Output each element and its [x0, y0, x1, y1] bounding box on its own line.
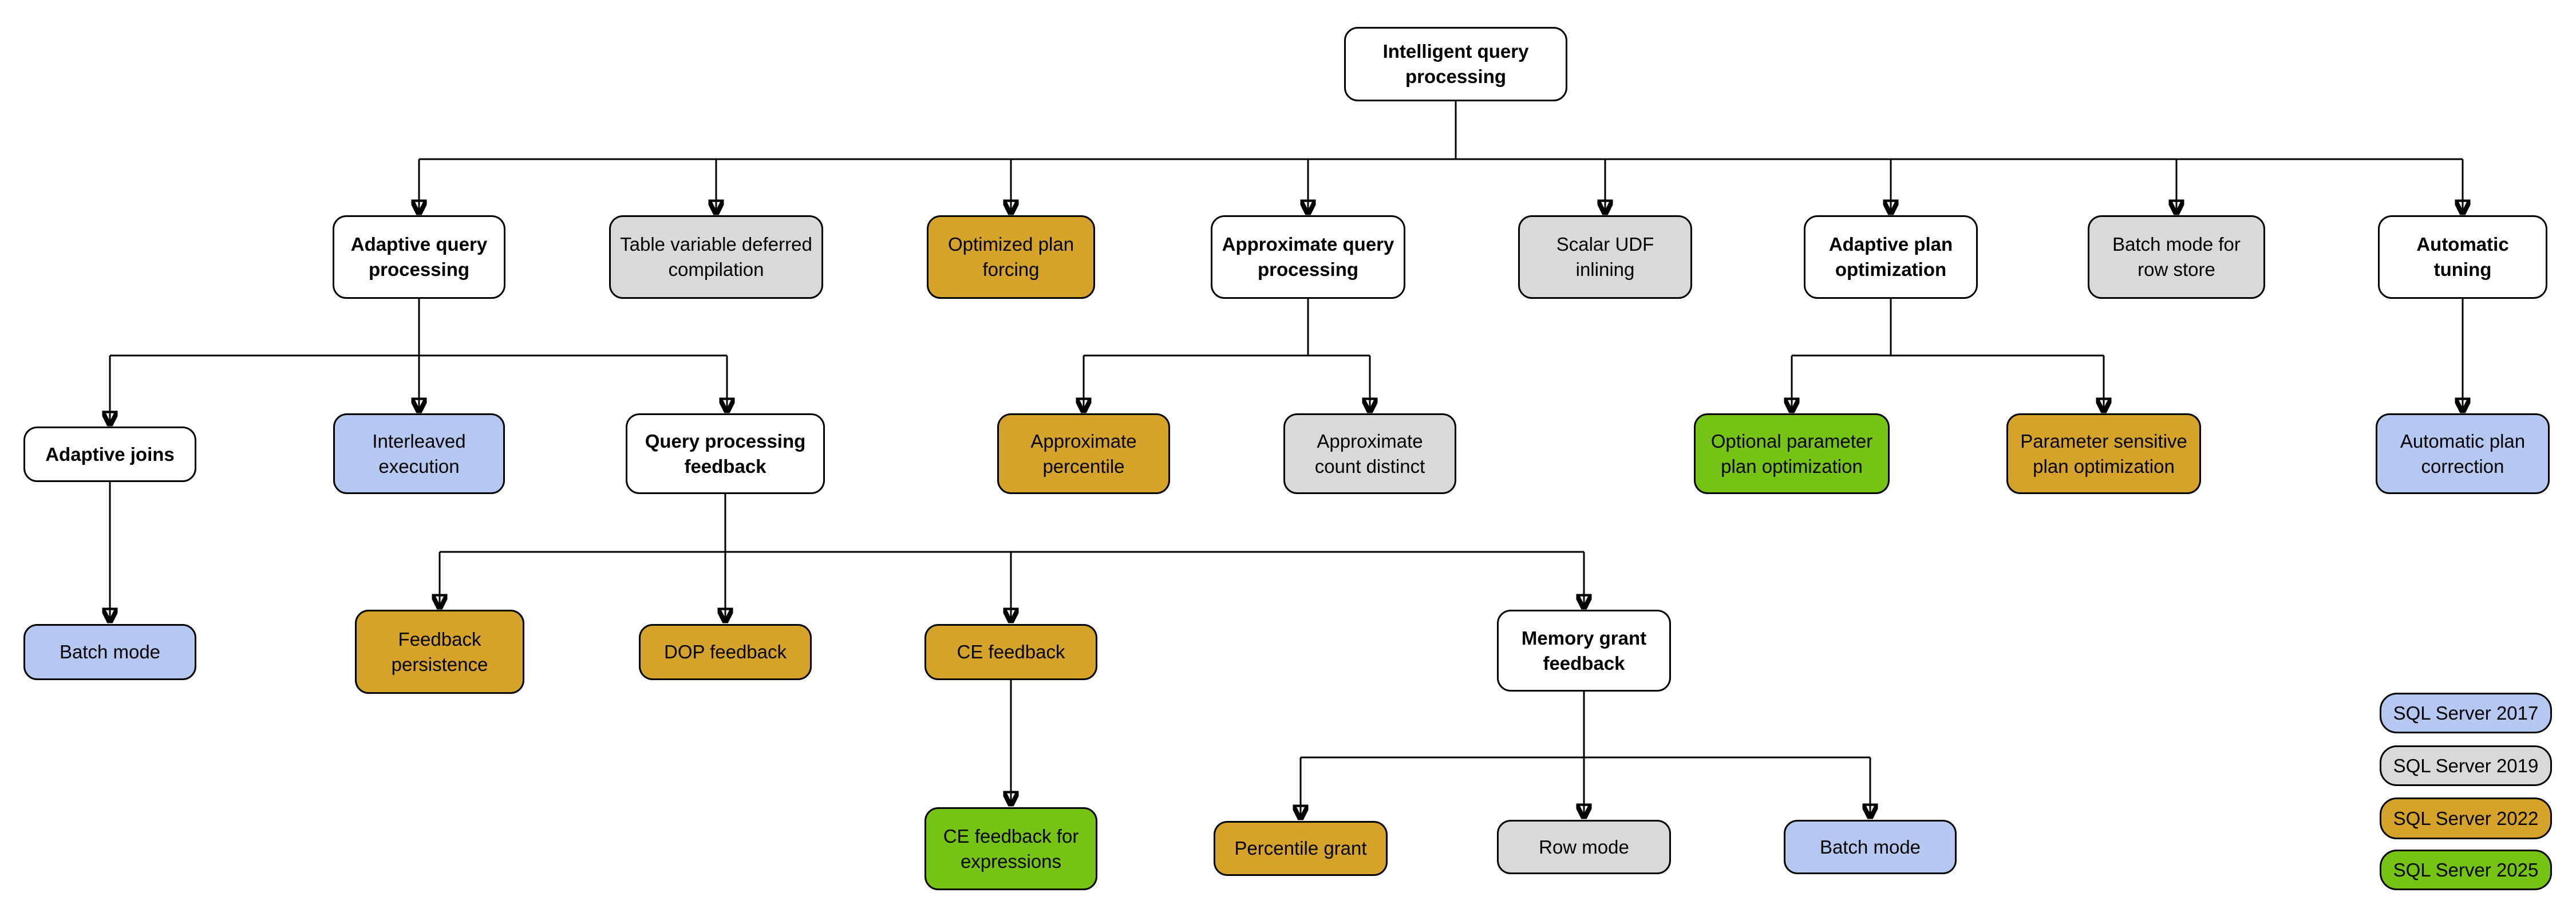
node-table-variable-deferred-compilation: Table variable deferred compilation — [609, 215, 823, 299]
node-automatic-tuning: Automatic tuning — [2378, 215, 2547, 299]
node-batch-mode-memory-grant: Batch mode — [1784, 820, 1957, 874]
node-batch-mode-adaptive-joins: Batch mode — [23, 624, 196, 680]
node-optimized-plan-forcing: Optimized plan forcing — [927, 215, 1095, 299]
node-optional-parameter-plan-optimization: Optional parameter plan optimization — [1694, 413, 1890, 494]
node-adaptive-plan-optimization: Adaptive plan optimization — [1804, 215, 1978, 299]
node-dop-feedback: DOP feedback — [639, 624, 812, 680]
node-approximate-count-distinct: Approximate count distinct — [1283, 413, 1456, 494]
node-automatic-plan-correction: Automatic plan correction — [2376, 413, 2550, 494]
legend-item-sql-server-2017: SQL Server 2017 — [2380, 693, 2552, 733]
node-adaptive-query-processing: Adaptive query processing — [333, 215, 505, 299]
node-scalar-udf-inlining: Scalar UDF inlining — [1518, 215, 1692, 299]
node-approximate-query-processing: Approximate query processing — [1211, 215, 1405, 299]
legend-item-sql-server-2022: SQL Server 2022 — [2380, 797, 2552, 839]
node-parameter-sensitive-plan-optimization: Parameter sensitive plan optimization — [2006, 413, 2201, 494]
node-ce-feedback: CE feedback — [924, 624, 1097, 680]
node-interleaved-execution: Interleaved execution — [333, 413, 505, 494]
node-intelligent-query-processing: Intelligent query processing — [1344, 27, 1567, 101]
node-row-mode: Row mode — [1497, 820, 1671, 874]
node-percentile-grant: Percentile grant — [1214, 821, 1388, 876]
node-approximate-percentile: Approximate percentile — [997, 413, 1170, 494]
legend-item-sql-server-2019: SQL Server 2019 — [2380, 745, 2552, 786]
node-adaptive-joins: Adaptive joins — [23, 427, 196, 482]
legend-item-sql-server-2025: SQL Server 2025 — [2380, 850, 2552, 890]
node-query-processing-feedback: Query processing feedback — [626, 413, 825, 494]
node-ce-feedback-for-expressions: CE feedback for expressions — [924, 807, 1097, 890]
node-feedback-persistence: Feedback persistence — [355, 610, 524, 694]
node-memory-grant-feedback: Memory grant feedback — [1497, 610, 1671, 692]
node-batch-mode-for-row-store: Batch mode for row store — [2088, 215, 2265, 299]
